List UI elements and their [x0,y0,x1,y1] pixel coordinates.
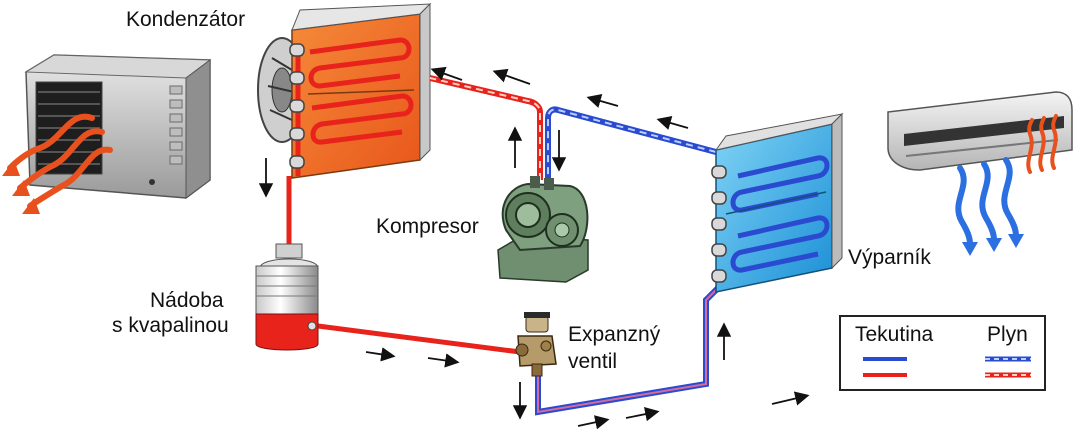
receiver-label-line2: s kvapalinou [112,314,229,337]
outdoor-unit [24,54,212,199]
condenser-coil [289,2,432,179]
legend-liquid-label: Tekutina [855,323,934,346]
expansion-valve-label-line1: Expanzný [568,323,661,346]
valve-to-evaporator-line [535,281,725,416]
legend-gas-label: Plyn [987,323,1028,346]
indoor-ac-unit [887,91,1073,171]
evaporator-coil [711,112,844,293]
receiver-label-line1: Nádoba [150,289,224,312]
legend: Tekutina Plyn [839,315,1046,391]
expansion-valve [515,312,557,377]
condenser-label: Kondenzátor [126,8,246,31]
compressor-label: Kompresor [376,215,479,238]
hot-air-arrowheads [2,160,40,214]
cool-air-arrowheads [962,234,1024,256]
receiver-tank [255,243,319,351]
compressor [497,176,589,283]
expansion-valve-label-line2: ventil [568,350,618,373]
warm-air-arrows [1026,114,1058,174]
hot-air-arrows [7,113,113,209]
evaporator-label: Výparník [848,246,931,269]
suction-gas-line [545,106,717,182]
legend-swatches [863,356,1031,378]
receiver-to-valve-line [317,323,521,355]
flow-arrows [258,66,810,430]
cool-air-arrows [955,157,1019,247]
hot-gas-line [429,75,543,180]
